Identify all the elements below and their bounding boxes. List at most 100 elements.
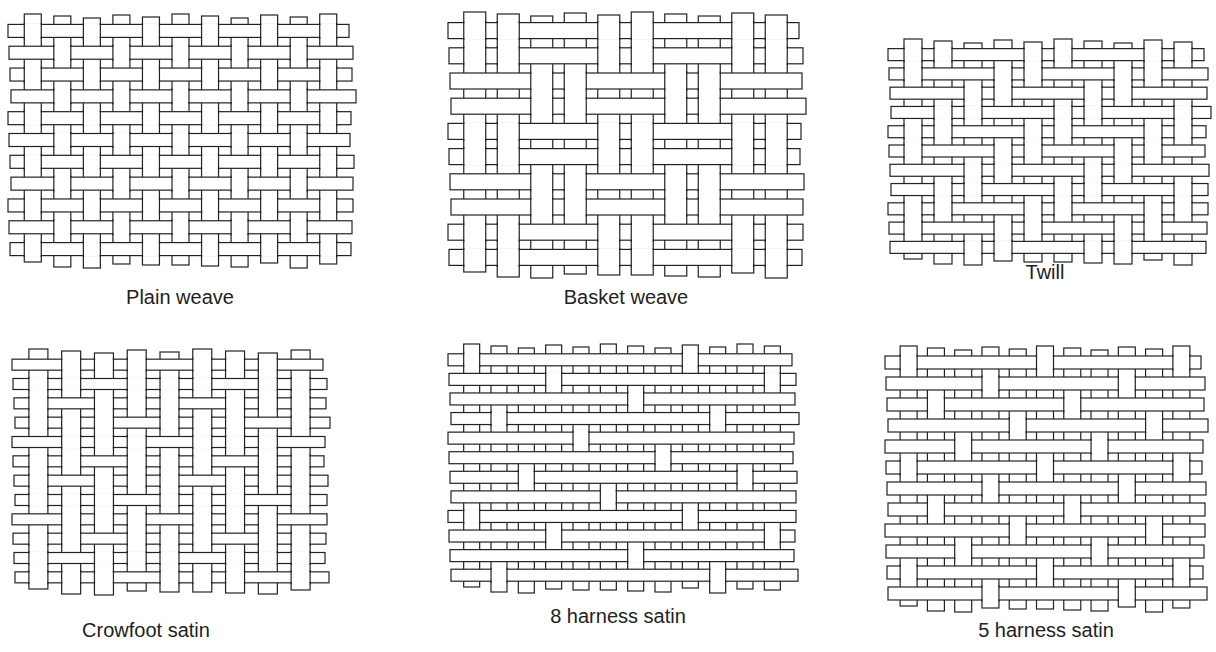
crossing-cover	[261, 110, 277, 125]
crossing-cover	[292, 571, 310, 584]
warp-over-weft	[320, 110, 337, 126]
thread-edge	[1063, 397, 1064, 413]
crossing-cover	[598, 47, 619, 65]
warp-over-weft	[698, 97, 720, 116]
thread-edge	[1011, 144, 1012, 159]
warp-over-weft	[62, 532, 81, 546]
warp-over-weft	[29, 377, 48, 391]
warp-over-weft	[94, 435, 113, 449]
warp-over-weft	[160, 377, 179, 391]
crossing-cover	[1174, 355, 1190, 370]
crossing-cover	[95, 358, 113, 371]
crossing-cover	[161, 532, 179, 545]
warp-over-weft	[291, 454, 310, 468]
warp-over-weft	[226, 416, 245, 430]
warp-over-weft	[160, 416, 179, 430]
thread-edge	[336, 154, 337, 170]
warp-over-weft	[464, 248, 486, 267]
thread-edge	[597, 122, 598, 141]
warp-over-weft	[1144, 124, 1162, 139]
warp-over-weft	[193, 512, 212, 526]
thread-edge	[100, 154, 101, 170]
thread-edge	[765, 46, 766, 65]
thread-edge	[142, 110, 143, 126]
thread-edge	[1113, 240, 1114, 255]
crossing-cover	[143, 154, 159, 169]
thread-edge	[561, 529, 562, 544]
thread-edge	[519, 248, 520, 267]
warp-thread	[1024, 42, 1042, 262]
warp-over-weft	[994, 144, 1012, 159]
thread-edge	[159, 110, 160, 126]
warp-over-weft	[1024, 221, 1042, 236]
thread-edge	[485, 223, 486, 242]
thread-edge	[720, 72, 721, 91]
warp-over-weft	[320, 197, 337, 213]
crossing-cover	[965, 182, 982, 196]
thread-edge	[225, 474, 226, 488]
thread-edge	[61, 416, 62, 430]
warp-over-weft	[665, 198, 687, 217]
warp-over-weft	[160, 570, 179, 584]
thread-edge	[310, 532, 311, 546]
thread-edge	[146, 396, 147, 410]
crossing-cover	[732, 147, 753, 165]
crossing-cover	[1085, 163, 1102, 177]
crossing-cover	[1174, 565, 1190, 580]
warp-over-weft	[127, 474, 146, 488]
thread-edge	[643, 548, 644, 563]
warp-over-weft	[127, 454, 146, 468]
thread-edge	[188, 219, 189, 235]
thread-edge	[530, 172, 531, 191]
warp-over-weft	[258, 512, 277, 526]
crossing-cover	[128, 455, 146, 468]
warp-over-weft	[1024, 144, 1042, 159]
crossing-cover	[935, 105, 952, 119]
warp-over-weft	[598, 122, 620, 141]
thread-edge	[1053, 201, 1054, 216]
thread-edge	[127, 551, 128, 565]
crossing-cover	[1145, 202, 1162, 216]
crossing-cover	[965, 86, 982, 100]
warp-over-weft	[1174, 182, 1192, 197]
thread-edge	[225, 551, 226, 565]
weft-thread	[886, 545, 1204, 558]
thread-edge	[47, 377, 48, 391]
crossing-cover	[632, 223, 653, 241]
warp-over-weft	[226, 493, 245, 507]
thread-edge	[159, 493, 160, 507]
thread-edge	[24, 154, 25, 170]
thread-edge	[1118, 586, 1119, 602]
warp-over-weft	[1174, 124, 1192, 139]
warp-over-weft	[964, 86, 982, 101]
warp-over-weft	[546, 372, 562, 387]
thread-edge	[597, 46, 598, 65]
warp-over-weft	[564, 97, 586, 116]
thread-edge	[61, 570, 62, 584]
warp-over-weft	[172, 88, 189, 104]
warp-over-weft	[982, 586, 999, 602]
thread-edge	[619, 147, 620, 166]
crossing-cover	[84, 67, 100, 82]
warp-over-weft	[54, 88, 71, 104]
thread-edge	[933, 124, 934, 139]
warp-over-weft	[904, 47, 922, 62]
thread-edge	[230, 132, 231, 148]
crossing-cover	[1175, 125, 1192, 139]
warp-over-weft	[464, 122, 486, 141]
thread-edge	[720, 172, 721, 191]
crossing-cover	[143, 67, 159, 82]
crossing-cover	[765, 529, 780, 543]
thread-edge	[1189, 355, 1190, 371]
crossing-cover	[143, 198, 159, 213]
warp-over-weft	[464, 223, 486, 242]
warp-over-weft	[231, 176, 248, 192]
crossing-cover	[114, 45, 130, 60]
thread-edge	[127, 377, 128, 391]
thread-edge	[112, 88, 113, 104]
crossing-cover	[492, 568, 507, 582]
thread-edge	[307, 219, 308, 235]
weft-thread	[451, 491, 796, 503]
warp-thread	[29, 349, 48, 589]
warp-thread	[598, 15, 620, 275]
